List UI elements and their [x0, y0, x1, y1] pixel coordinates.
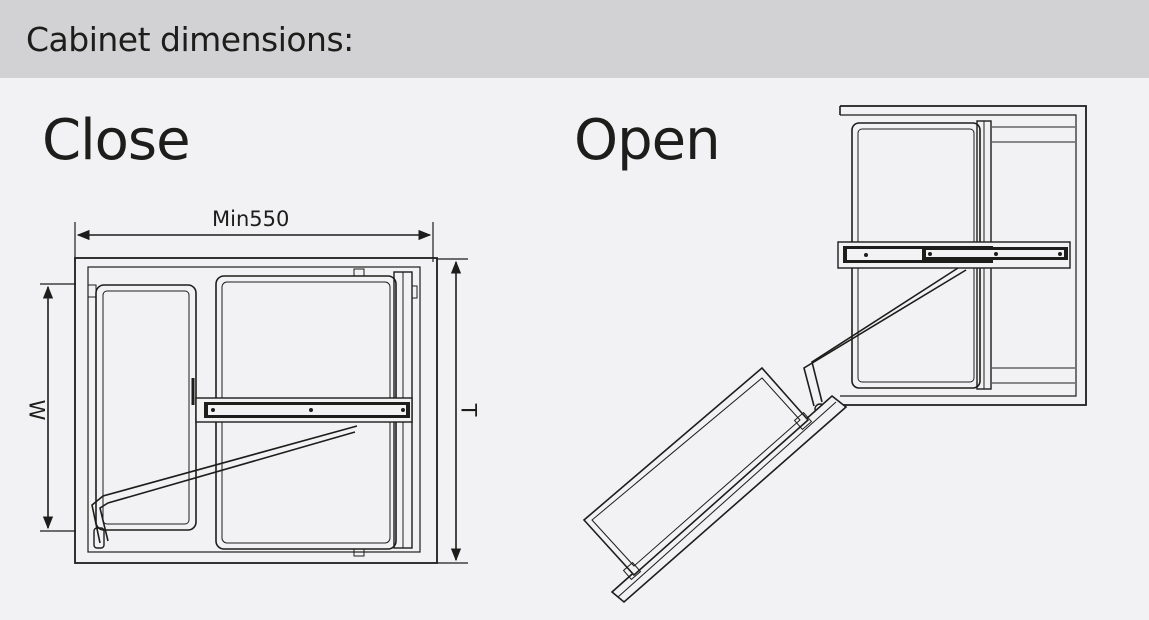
swung-basket: [582, 366, 813, 581]
min-width-dimension-label: Min550: [212, 207, 290, 231]
width-dimension-line: [74, 222, 434, 262]
cabinet-outline: [74, 257, 438, 564]
close-view-title: Close: [42, 108, 191, 173]
open-diagram: [582, 105, 1087, 604]
linkage-arm: [91, 425, 358, 549]
cabinet-inner-outline: [87, 266, 421, 553]
close-diagram: [40, 222, 468, 564]
page-title: Cabinet dimensions:: [26, 20, 354, 59]
slide-rail: [195, 397, 413, 423]
open-slide-rail: [837, 241, 1071, 269]
open-cabinet-outline: [840, 105, 1087, 406]
header-band: [0, 0, 1149, 78]
open-view-title: Open: [574, 108, 721, 173]
w-dimension-line: [40, 283, 76, 532]
t-dimension-line: [437, 258, 468, 564]
